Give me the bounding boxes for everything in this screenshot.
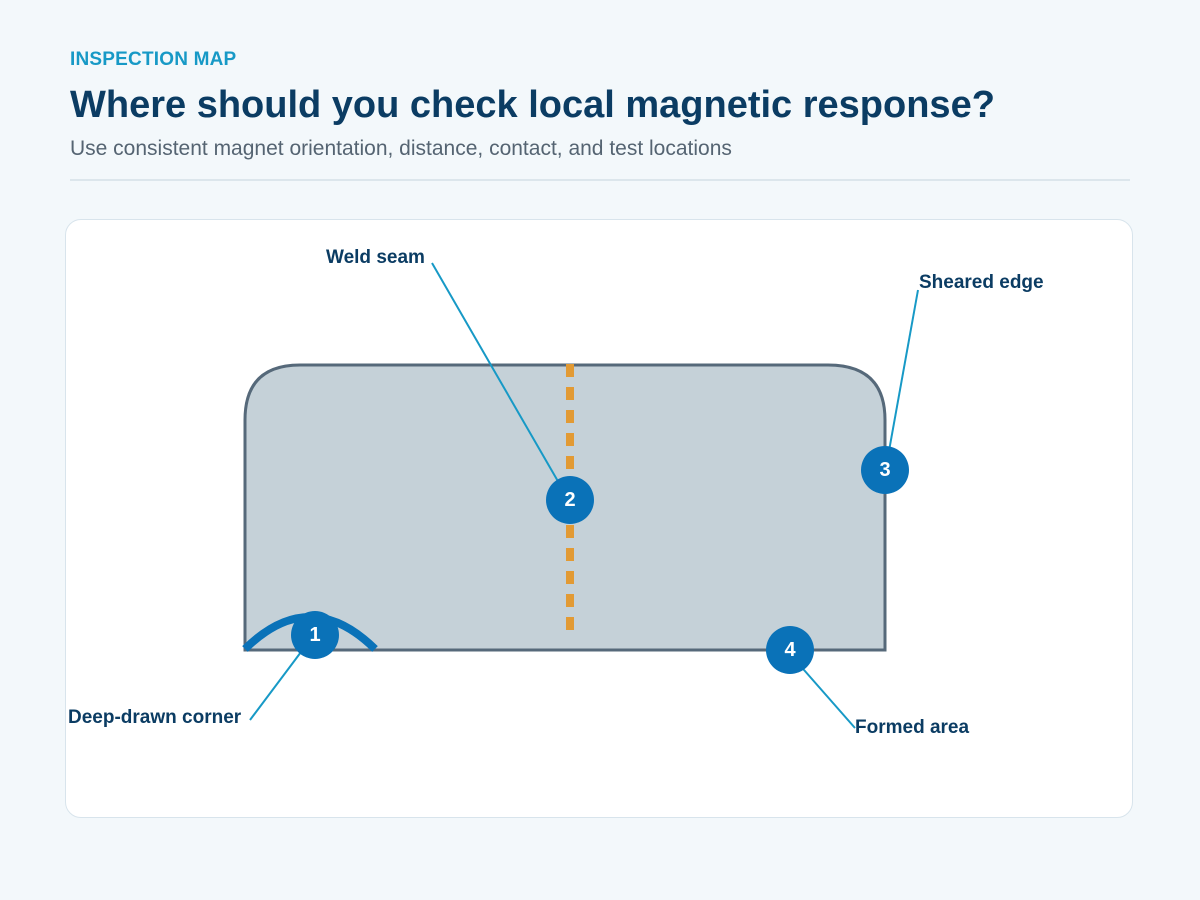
header: INSPECTION MAP Where should you check lo… xyxy=(70,48,1130,162)
leader-line-2 xyxy=(431,262,564,491)
callout-sheared-edge: Sheared edge xyxy=(919,272,1044,293)
marker-2[interactable] xyxy=(546,476,594,524)
marker-1-number: 1 xyxy=(309,624,321,646)
eyebrow-label: INSPECTION MAP xyxy=(70,49,237,70)
header-divider xyxy=(70,179,1130,181)
callout-weld-seam: Weld seam xyxy=(326,247,425,268)
marker-1[interactable] xyxy=(291,611,339,659)
marker-4[interactable] xyxy=(766,626,814,674)
page-subtitle: Use consistent magnet orientation, dista… xyxy=(70,137,732,160)
marker-4-number: 4 xyxy=(784,639,796,661)
leader-line-4 xyxy=(796,661,856,729)
callout-deep-drawn-corner: Deep-drawn corner xyxy=(68,707,242,728)
marker-2-number: 2 xyxy=(564,489,576,511)
marker-3[interactable] xyxy=(861,446,909,494)
marker-3-number: 3 xyxy=(879,459,891,481)
callout-formed-area: Formed area xyxy=(855,717,970,738)
leader-line-3 xyxy=(886,289,919,463)
page-title: Where should you check local magnetic re… xyxy=(70,84,995,126)
